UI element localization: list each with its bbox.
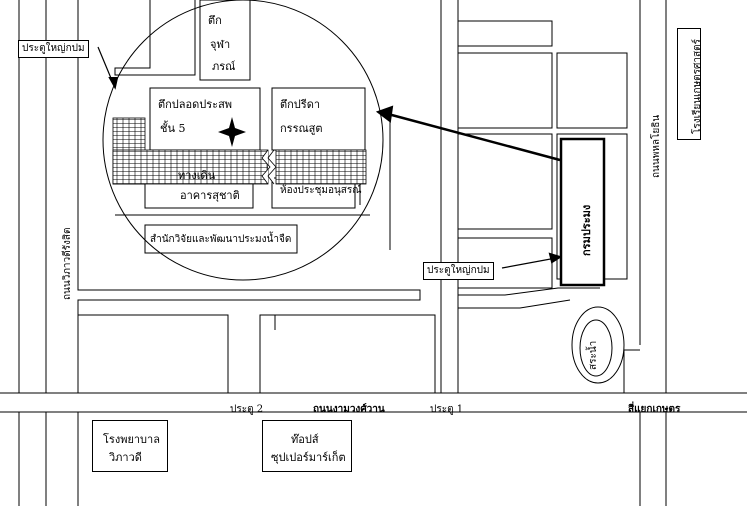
arrow-head-gate-right	[548, 252, 563, 264]
label-tops-2: ซุปเปอร์มาร์เก็ต	[271, 451, 346, 464]
hospital-box: โรงพยาบาล วิภาวดี	[92, 420, 168, 472]
hatched-building-corridor	[112, 149, 269, 185]
label-gate-2: ประตู 2	[230, 404, 264, 415]
label-road-phaholyothin: ถนนพหลโยธิน	[651, 114, 662, 178]
zoom-circle	[102, 0, 384, 281]
label-main-gate-right: ประตูใหญ่กปม	[423, 262, 494, 280]
label-road-ngamwongwan: ถนนงามวงศ์วาน	[313, 404, 385, 415]
tops-box: ท๊อปส์ ซุปเปอร์มาร์เก็ต	[262, 420, 352, 472]
label-tops-1: ท๊อปส์	[291, 433, 319, 446]
label-research-institute: สำนักวิจัยและพัฒนาประมงน้ำจืด	[150, 234, 292, 245]
label-school: โรงเรียนเกษตรศาสตร์	[692, 39, 703, 134]
hatched-building-right	[275, 149, 367, 185]
arrow-head-gate-top	[108, 77, 119, 90]
label-corridor: ทางเดิน	[178, 169, 216, 182]
label-kaset-intersection: สี่แยกเกษตร	[628, 404, 681, 415]
school-box	[677, 28, 701, 140]
label-gate-1: ประตู 1	[430, 404, 464, 415]
label-suchad-building: อาคารสุชาติ	[180, 189, 240, 202]
label-main-gate-top: ประตูใหญ่กปม	[18, 40, 89, 58]
label-hospital-2: วิภาวดี	[109, 451, 142, 464]
roundabout-inner	[579, 319, 613, 377]
location-star-icon	[218, 117, 246, 147]
label-road-vibhavadi: ถนนวิภาวดีรังสิต	[62, 227, 73, 300]
label-pond: สระน้ำ	[588, 340, 599, 370]
label-plodprasob: ตึกปลอดประสพ	[158, 98, 233, 111]
roundabout-outer	[571, 306, 625, 384]
label-meeting-room: ห้องประชุมอนุสรณ์	[280, 185, 362, 196]
label-chupha-line3: ภรณ์	[212, 60, 236, 73]
label-floor: ชั้น 5	[160, 122, 186, 135]
label-hospital-1: โรงพยาบาล	[103, 433, 160, 446]
label-chupha-line1: ตึก	[208, 14, 222, 27]
arrow-head-zoom	[375, 105, 394, 123]
label-preeda-1: ตึกปรีดา	[280, 98, 321, 111]
label-chupha-line2: จุฬา	[210, 38, 231, 51]
label-department: กรมประมง	[580, 204, 593, 256]
label-preeda-2: กรรณสูต	[280, 122, 323, 135]
department-building	[559, 137, 606, 287]
